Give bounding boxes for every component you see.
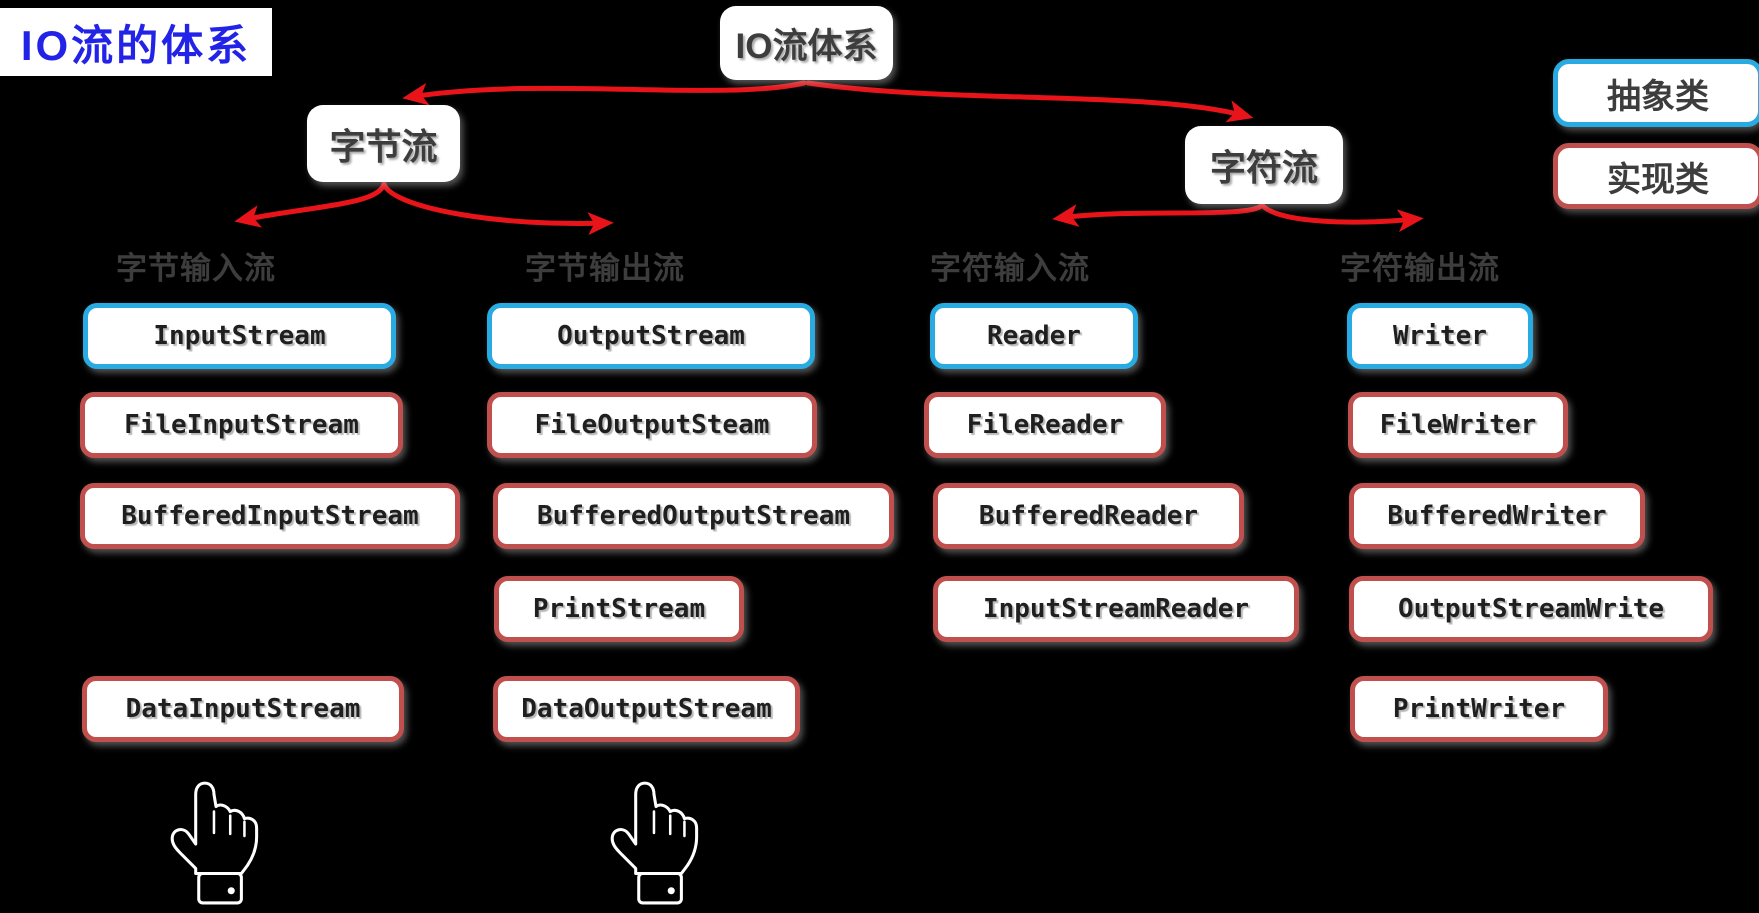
class-box-reader: Reader (930, 303, 1138, 369)
arrow-byte-to-output (381, 181, 614, 236)
pointing-hand-icon (170, 781, 259, 905)
class-label: DataInputStream (125, 694, 361, 724)
class-box-writer: Writer (1347, 303, 1533, 369)
class-label: FileReader (966, 410, 1124, 440)
class-box-filereader: FileReader (924, 392, 1166, 458)
class-box-bufferedoutputstream: BufferedOutputStream (493, 483, 894, 549)
node-char-stream: 字符流 (1185, 126, 1343, 204)
class-box-inputstream: InputStream (83, 303, 396, 369)
page-title-plate: IO流的体系 (0, 8, 272, 76)
legend-abstract-label: 抽象类 (1607, 77, 1709, 116)
arrow-char-to-input (1052, 202, 1265, 227)
class-label: PrintWriter (1392, 694, 1566, 724)
arrow-root-to-char (805, 80, 1254, 123)
node-root-label: IO流体系 (735, 26, 878, 66)
class-box-bufferedwriter: BufferedWriter (1349, 483, 1645, 549)
class-label: Writer (1393, 321, 1487, 351)
class-label: FileWriter (1379, 410, 1537, 440)
legend-impl-label: 实现类 (1607, 160, 1709, 199)
class-label: FileOutputSteam (534, 410, 770, 440)
page-title: IO流的体系 (20, 21, 252, 69)
legend-impl-class: 实现类 (1553, 143, 1759, 209)
class-box-fileoutputsteam: FileOutputSteam (487, 392, 817, 458)
class-box-printwriter: PrintWriter (1350, 676, 1608, 742)
class-box-dataoutputstream: DataOutputStream (493, 676, 800, 742)
class-label: OutputStream (557, 321, 745, 351)
class-box-bufferedreader: BufferedReader (933, 483, 1244, 549)
class-label: BufferedOutputStream (536, 501, 851, 531)
node-byte-stream: 字节流 (307, 105, 460, 182)
class-label: PrintStream (532, 594, 706, 624)
node-char-stream-label: 字符流 (1209, 147, 1318, 188)
class-box-printstream: PrintStream (494, 576, 744, 642)
node-byte-stream-label: 字节流 (329, 125, 438, 167)
class-label: InputStreamReader (982, 594, 1250, 624)
class-box-fileinputstream: FileInputStream (80, 392, 403, 458)
node-root: IO流体系 (720, 6, 893, 80)
class-label: InputStream (153, 321, 326, 351)
arrow-char-to-output (1259, 202, 1424, 233)
class-label: OutputStreamWrite (1397, 594, 1665, 624)
class-label: DataOutputStream (521, 694, 772, 724)
class-label: BufferedInputStream (121, 501, 419, 531)
header-char-output: 字符输出流 (1340, 251, 1500, 286)
class-box-outputstream: OutputStream (487, 303, 815, 369)
class-label: BufferedReader (978, 501, 1199, 531)
class-label: Reader (987, 321, 1081, 351)
class-box-outputstreamwrite: OutputStreamWrite (1349, 576, 1713, 642)
class-label: FileInputStream (124, 410, 359, 440)
header-byte-input: 字节输入流 (116, 251, 276, 286)
class-box-filewriter: FileWriter (1348, 392, 1568, 458)
class-box-datainputstream: DataInputStream (82, 676, 404, 742)
class-box-inputstreamreader: InputStreamReader (933, 576, 1299, 642)
legend-abstract-class: 抽象类 (1553, 59, 1759, 127)
class-label: BufferedWriter (1387, 501, 1607, 531)
header-byte-output: 字节输出流 (525, 251, 685, 286)
arrow-root-to-byte (402, 80, 807, 106)
class-box-bufferedinputstream: BufferedInputStream (80, 483, 460, 549)
arrow-byte-to-input (234, 181, 387, 228)
header-char-input: 字符输入流 (930, 251, 1090, 286)
pointing-hand-icon (610, 781, 699, 905)
